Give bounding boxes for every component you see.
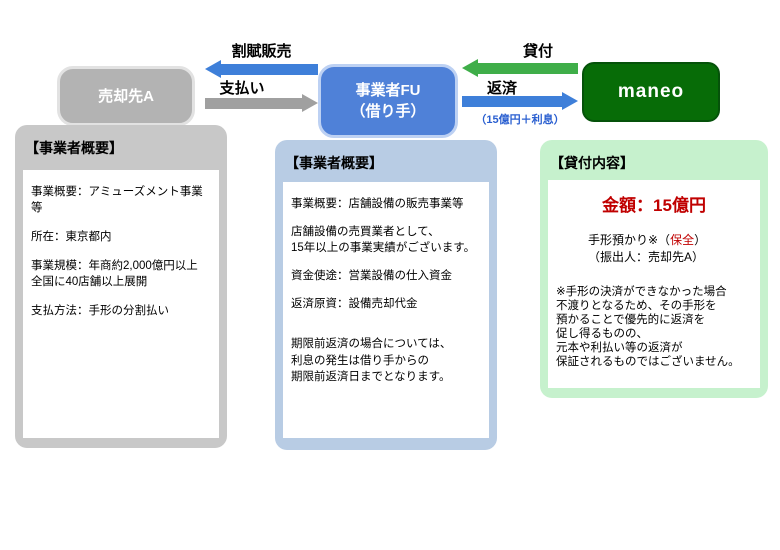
- entity-seller-label: 売却先A: [98, 87, 154, 105]
- borrower-use-of-funds: 資金使途：営業設備の仕入資金: [291, 270, 452, 283]
- loan-arrow: [462, 59, 578, 77]
- promissory-note-block: 手形預かり※（保全） （振出人：売却先A）: [588, 232, 752, 267]
- panel-loan-body: 金額：15億円 手形預かり※（保全） （振出人：売却先A） ※手形の決済ができな…: [548, 180, 760, 388]
- deposit-highlight: 保全: [670, 232, 695, 247]
- entity-maneo: maneo: [582, 62, 720, 122]
- entity-maneo-label: maneo: [617, 80, 685, 102]
- installment-sale-label: 割賦販売: [231, 43, 292, 60]
- arrow-body: [205, 97, 302, 109]
- loan-label: 貸付: [522, 43, 553, 60]
- deposit-suffix: ）: [694, 232, 707, 247]
- arrow-body: [462, 95, 562, 107]
- entity-borrower-label: 事業者FU （借り手）: [350, 82, 426, 120]
- loan-disclaimer-note: ※手形の決済ができなかった場合 不渡りとなるため、その手形を 預かることで優先的…: [556, 285, 740, 368]
- arrow-head-left-icon: [462, 59, 478, 77]
- loan-amount: 金額：15億円: [602, 196, 706, 215]
- seller-payment-method: 支払方法：手形の分割払い: [31, 305, 169, 318]
- deposit-prefix: 手形預かり※（: [588, 232, 671, 247]
- deposit-line: 手形預かり※（保全）: [588, 232, 752, 249]
- panel-seller-title: 【事業者概要】: [25, 140, 123, 156]
- panel-seller-body: 事業概要：アミューズメント事業等 所在：東京都内 事業規模：年商約2,000億円…: [23, 170, 219, 438]
- entity-borrower: 事業者FU （借り手）: [318, 64, 458, 138]
- panel-seller-overview: 【事業者概要】 事業概要：アミューズメント事業等 所在：東京都内 事業規模：年商…: [15, 125, 227, 448]
- borrower-repayment-source: 返済原資：設備売却代金: [291, 298, 418, 311]
- repayment-label: 返済: [486, 80, 517, 97]
- arrow-head-right-icon: [302, 94, 318, 112]
- panel-loan-details: 【貸付内容】 金額：15億円 手形預かり※（保全） （振出人：売却先A） ※手形…: [540, 140, 768, 398]
- repayment-arrow: [462, 92, 578, 110]
- payment-label: 支払い: [219, 80, 265, 97]
- repayment-amount-note: （15億円＋利息）: [475, 114, 565, 126]
- seller-business-scale: 事業規模：年商約2,000億円以上 全国に40店舗以上展開: [31, 260, 198, 289]
- arrow-body: [478, 62, 578, 74]
- entity-seller: 売却先A: [57, 66, 195, 126]
- borrower-track-record: 店舗設備の売買業者として、 15年以上の事業実績がございます。: [291, 226, 476, 255]
- deposit-drawer: （振出人：売却先A）: [588, 250, 705, 265]
- panel-borrower-title: 【事業者概要】: [285, 155, 383, 171]
- installment-sale-arrow: [205, 60, 318, 78]
- borrower-business-summary: 事業概要：店舗設備の販売事業等: [291, 198, 464, 210]
- arrow-body: [221, 63, 318, 75]
- borrower-early-repayment-note: 期限前返済の場合については、 利息の発生は借り手からの 期限前返済日までとなりま…: [291, 338, 452, 383]
- arrow-head-right-icon: [562, 92, 578, 110]
- panel-loan-title: 【貸付内容】: [550, 155, 634, 171]
- seller-location: 所在：東京都内: [31, 231, 112, 244]
- payment-arrow: [205, 94, 318, 112]
- panel-borrower-overview: 【事業者概要】 事業概要：店舗設備の販売事業等 店舗設備の売買業者として、 15…: [275, 140, 497, 450]
- seller-business-summary: 事業概要：アミューズメント事業等: [31, 186, 203, 215]
- panel-borrower-body: 事業概要：店舗設備の販売事業等 店舗設備の売買業者として、 15年以上の事業実績…: [283, 182, 489, 438]
- arrow-head-left-icon: [205, 60, 221, 78]
